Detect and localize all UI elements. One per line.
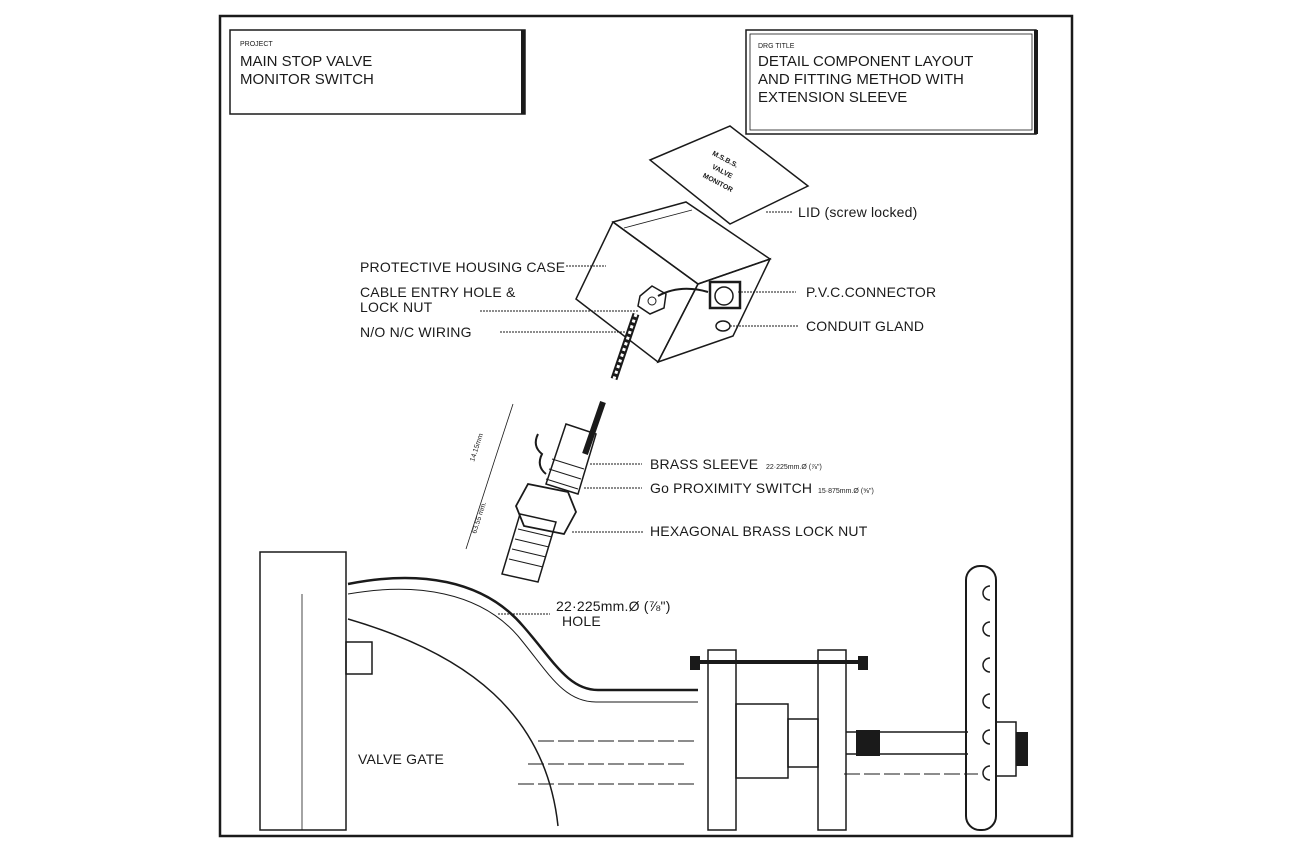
- technical-drawing: PROJECT MAIN STOP VALVE MONITOR SWITCH D…: [218, 14, 1074, 838]
- project-caption: PROJECT: [240, 41, 273, 48]
- lid: M.S.B.S. VALVE MONITOR: [648, 125, 810, 225]
- project-line-1: MAIN STOP VALVE: [240, 53, 372, 70]
- label-valve-gate: VALVE GATE: [358, 751, 444, 767]
- title-line-1: DETAIL COMPONENT LAYOUT: [758, 53, 973, 70]
- title-line-3: EXTENSION SLEEVE: [758, 89, 907, 106]
- wiring-bundle: [610, 312, 640, 381]
- valve-body: [259, 551, 698, 831]
- project-box: PROJECT MAIN STOP VALVE MONITOR SWITCH: [229, 29, 526, 115]
- drawing-title-box: DRG TITLE DETAIL COMPONENT LAYOUT AND FI…: [745, 29, 1038, 135]
- label-proximity-switch: Go PROXIMITY SWITCH: [650, 480, 812, 496]
- title-line-2: AND FITTING METHOD WITH: [758, 71, 964, 88]
- label-conduit-gland: CONDUIT GLAND: [806, 318, 924, 334]
- sleeve-switch-assembly: [501, 401, 606, 583]
- label-housing: PROTECTIVE HOUSING CASE: [360, 259, 565, 275]
- label-hole-2: HOLE: [562, 613, 601, 629]
- label-hole-1: 22·225mm.Ø (⅞"): [556, 598, 671, 614]
- label-wiring: N/O N/C WIRING: [360, 324, 472, 340]
- sheet-border: [218, 14, 1074, 838]
- label-lid: LID (screw locked): [798, 204, 918, 220]
- title-caption: DRG TITLE: [758, 43, 795, 50]
- label-brass-sleeve: BRASS SLEEVE: [650, 456, 758, 472]
- label-proximity-dim: 15·875mm.Ø (⅝"): [818, 488, 874, 495]
- label-brass-sleeve-dim: 22·225mm.Ø (⅞"): [766, 464, 822, 471]
- label-cable-entry-1: CABLE ENTRY HOLE &: [360, 284, 516, 300]
- valve-spindle: [690, 649, 978, 831]
- dim-lower: 63.55 mm.: [471, 501, 488, 535]
- label-lock-nut: HEXAGONAL BRASS LOCK NUT: [650, 523, 868, 539]
- protective-housing-case: [575, 201, 772, 364]
- project-line-2: MONITOR SWITCH: [240, 71, 374, 88]
- label-pvc-connector: P.V.C.CONNECTOR: [806, 284, 936, 300]
- drawing-sheet: PROJECT MAIN STOP VALVE MONITOR SWITCH D…: [218, 14, 1076, 840]
- dim-upper: 14.15mm: [469, 433, 485, 463]
- label-cable-entry-2: LOCK NUT: [360, 299, 433, 315]
- handwheel: [965, 565, 1028, 831]
